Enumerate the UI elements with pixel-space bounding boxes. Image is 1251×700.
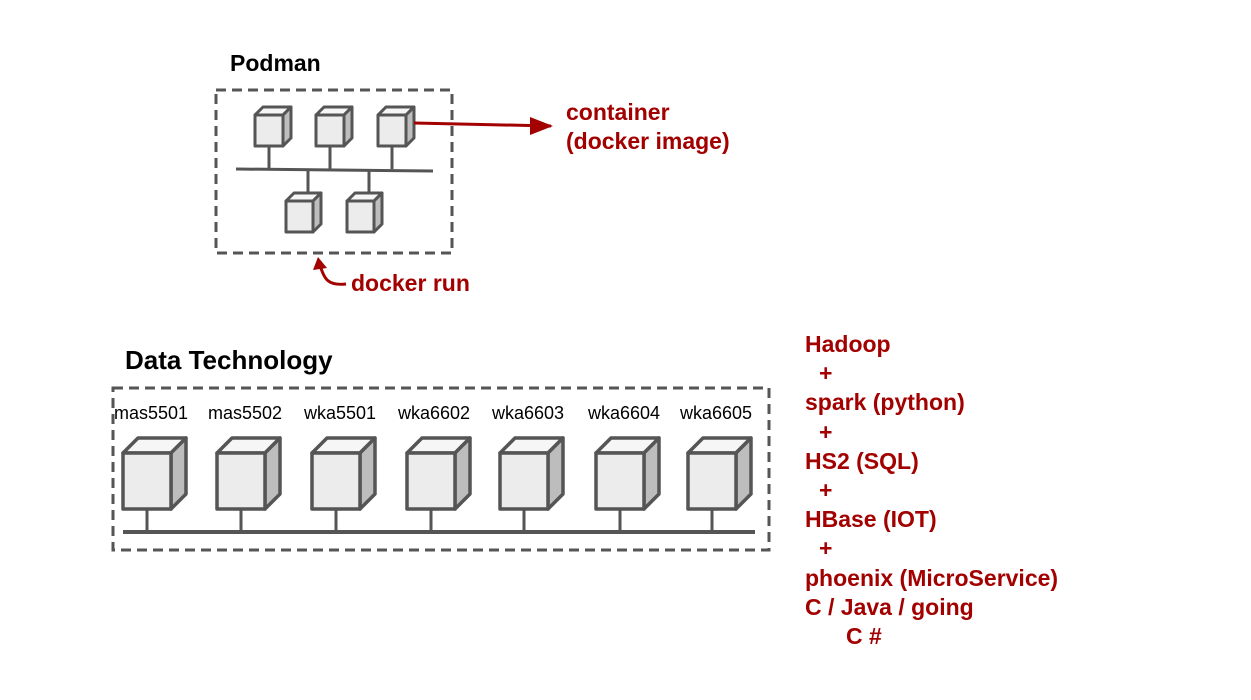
stack-item-csharp: C # xyxy=(846,623,882,650)
node-label: wka5501 xyxy=(304,403,377,423)
podman-box xyxy=(214,88,454,255)
container-label-line-1: container xyxy=(566,99,670,125)
plus-sign: + xyxy=(819,535,833,562)
data-technology-network xyxy=(121,436,755,534)
container-label-line-2: (docker image) xyxy=(566,128,730,154)
node-label: mas5501 xyxy=(114,403,189,423)
node-label: mas5502 xyxy=(208,403,283,423)
docker-run-label: docker run xyxy=(351,270,470,296)
stack-item-phoenix: phoenix (MicroService) xyxy=(805,564,1059,591)
server-cube-icon xyxy=(405,436,472,511)
container-arrow xyxy=(413,121,552,128)
server-cube-icon xyxy=(121,436,188,511)
server-cube-icon xyxy=(284,191,323,234)
data-technology-title: Data Technology xyxy=(125,345,333,375)
node-label: wka6605 xyxy=(680,403,753,423)
node-label: wka6603 xyxy=(492,403,565,423)
stack-item-spark: spark (python) xyxy=(805,389,965,416)
server-cube-icon xyxy=(310,436,377,511)
server-cube-icon xyxy=(345,191,384,234)
server-cube-icon xyxy=(376,105,416,148)
server-cube-icon xyxy=(498,436,565,511)
plus-sign: + xyxy=(819,477,833,504)
stack-item-hbase: HBase (IOT) xyxy=(805,506,937,533)
stack-item-hadoop: Hadoop xyxy=(805,331,891,357)
tech-stack-list: Hadoop + spark (python) + HS2 (SQL) + HB… xyxy=(805,330,1058,651)
container-arrow-head xyxy=(530,117,553,135)
plus-sign: + xyxy=(819,418,833,445)
server-cube-icon xyxy=(215,436,282,511)
server-cube-icon xyxy=(253,105,293,148)
server-cube-icon xyxy=(314,105,354,148)
node-label: wka6602 xyxy=(398,403,471,423)
data-technology-box xyxy=(111,386,771,552)
stack-item-hs2: HS2 (SQL) xyxy=(805,447,919,474)
stack-item-languages: C / Java / going xyxy=(805,593,974,620)
plus-sign: + xyxy=(819,360,833,387)
docker-run-arrow-head xyxy=(313,257,327,270)
node-label: wka6604 xyxy=(588,403,661,423)
container-label: container (docker image) xyxy=(566,98,730,156)
network-bus-line xyxy=(235,167,434,173)
podman-title: Podman xyxy=(230,50,321,76)
podman-network xyxy=(235,105,434,234)
server-cube-icon xyxy=(594,436,661,511)
server-cube-icon xyxy=(686,436,753,511)
